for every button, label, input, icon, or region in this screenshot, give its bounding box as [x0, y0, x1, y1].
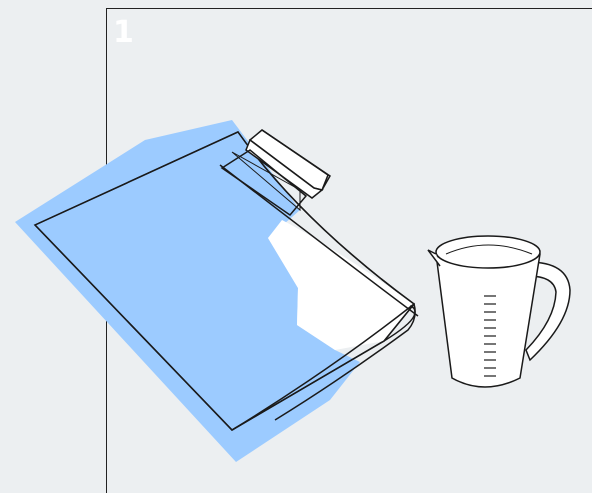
bag-clip-icon — [220, 129, 331, 217]
measuring-jug-icon — [427, 235, 571, 388]
step-number: 1 — [113, 15, 134, 50]
jug-measurement-marks — [484, 295, 496, 377]
